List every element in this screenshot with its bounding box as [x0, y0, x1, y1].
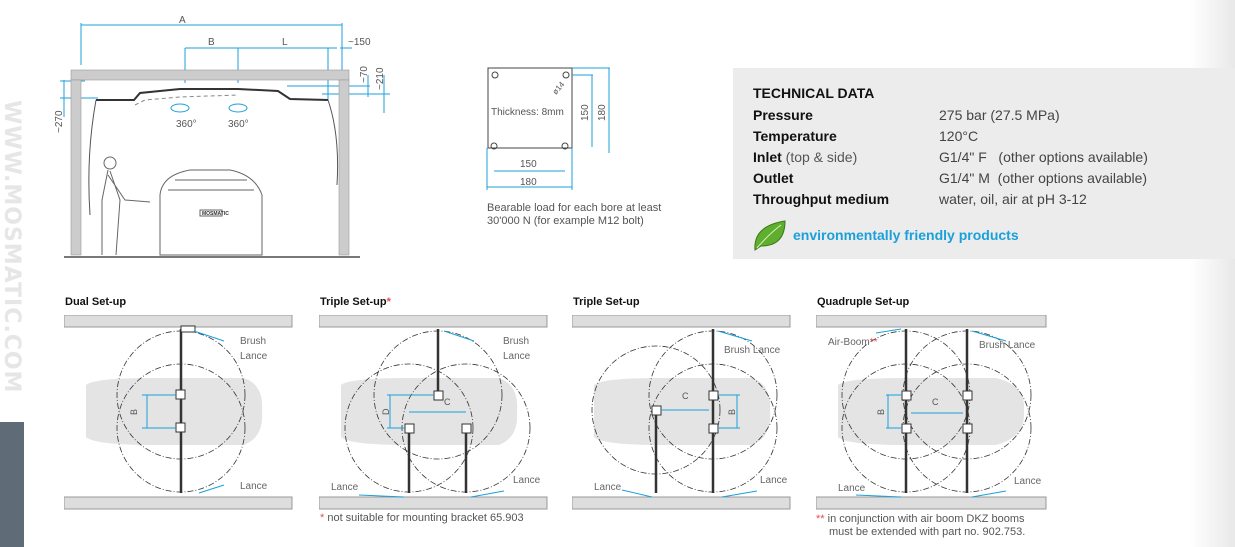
leaf-icon	[754, 220, 786, 251]
plate-caption: Bearable load for each bore at least 30'…	[487, 202, 687, 228]
dim-270: ~270	[54, 110, 65, 133]
label-lance: Lance	[760, 475, 788, 486]
dim-c: C	[932, 397, 939, 407]
tech-key: Pressure	[753, 107, 813, 123]
tech-value: G1/4" F (other options available)	[939, 149, 1148, 165]
technical-data-title: TECHNICAL DATA	[753, 85, 875, 101]
plate-outer-width: 180	[520, 177, 537, 188]
tech-value: G1/4" M (other options available)	[939, 170, 1148, 186]
caption-line: Bearable load for each bore at least	[487, 202, 662, 214]
label-lance: Lance	[594, 482, 622, 493]
dim-150: ~150	[348, 37, 371, 48]
dual-setup-diagram: B Brush Lance Lance	[64, 315, 293, 510]
plate-thickness: Thickness: 8mm	[491, 107, 564, 118]
plate-inner-height: 150	[580, 104, 591, 121]
label-air-boom: Air-Boom**	[828, 337, 878, 348]
setup-title-quadruple: Quadruple Set-up	[817, 296, 910, 308]
label-brush: Brush	[503, 336, 529, 347]
eco-text: environmentally friendly products	[793, 227, 1019, 243]
label-lance: Lance	[331, 482, 359, 493]
tech-row: Temperature 120°C	[753, 128, 1223, 148]
setup-title-triple-a: Triple Set-up*	[320, 296, 391, 308]
watermark: WWW.MOSMATIC.COM	[0, 100, 24, 394]
bore-diameter: ø14	[551, 80, 567, 97]
setup-title-triple-b: Triple Set-up	[573, 296, 640, 308]
setup-title-dual: Dual Set-up	[65, 296, 127, 308]
side-tab	[0, 422, 24, 547]
label-lance: Lance	[1014, 476, 1042, 487]
triple-setup-diagram-a: D C Brush Lance Lance Lance	[319, 315, 548, 510]
dim-c: C	[444, 397, 451, 407]
dim-d: D	[381, 408, 391, 415]
quadruple-setup-note: ** in conjunction with air boom DKZ boom…	[816, 513, 1026, 538]
tech-key-suffix: (top & side)	[781, 149, 858, 165]
dim-210: ~210	[375, 67, 386, 90]
plate-outer-height: 180	[597, 104, 608, 121]
car-brand: MOSMATIC	[202, 211, 229, 217]
dim-c: C	[682, 391, 689, 401]
plate-inner-width: 150	[520, 159, 537, 170]
triple-setup-note: * not suitable for mounting bracket 65.9…	[320, 512, 524, 524]
elevation-drawing: A B L ~150 ~70 ~210 ~270 360° 360° MOSMA…	[54, 15, 390, 258]
label-lance: Lance	[503, 351, 531, 362]
tech-row: Outlet G1/4" M (other options available)	[753, 170, 1223, 190]
technical-data-panel: TECHNICAL DATA Pressure 275 bar (27.5 MPa…	[733, 68, 1235, 259]
tech-key: Throughput medium	[753, 191, 890, 207]
tech-row: Throughput medium water, oil, air at pH 3…	[753, 191, 1223, 211]
mounting-plate-drawing: ø14 Thickness: 8mm 150 180 150 180	[486, 67, 610, 190]
label-lance: Lance	[838, 483, 866, 494]
dim-b: B	[876, 409, 886, 415]
tech-key: Temperature	[753, 128, 837, 144]
tech-key: Inlet (top & side)	[753, 149, 857, 165]
dim-l: L	[282, 37, 288, 48]
dim-b: B	[208, 37, 215, 48]
tech-value: 120°C	[939, 128, 979, 144]
label-lance: Lance	[240, 481, 268, 492]
label-lance: Lance	[240, 351, 268, 362]
triple-setup-diagram-b: B C Brush Lance Lance Lance	[572, 315, 791, 510]
dim-b: B	[129, 409, 139, 415]
tech-value: 275 bar (27.5 MPa)	[939, 107, 1060, 123]
rotation-right: 360°	[228, 119, 249, 130]
tech-row: Pressure 275 bar (27.5 MPa)	[753, 107, 1223, 127]
tech-key: Outlet	[753, 170, 794, 186]
dim-a: A	[179, 15, 186, 26]
rotation-left: 360°	[176, 119, 197, 130]
tech-key-main: Inlet	[753, 149, 782, 165]
dim-b: B	[727, 409, 737, 415]
caption-line: 30'000 N (for example M12 bolt)	[487, 215, 644, 227]
label-brush: Brush	[240, 336, 266, 347]
label-lance: Lance	[513, 475, 541, 486]
tech-row: Inlet (top & side) G1/4" F (other options…	[753, 149, 1223, 169]
label-brush-lance: Brush Lance	[979, 340, 1036, 351]
dim-70: ~70	[359, 66, 370, 83]
label-brush-lance: Brush Lance	[724, 345, 781, 356]
tech-value: water, oil, air at pH 3-12	[939, 191, 1087, 207]
eco-badge: environmentally friendly products	[751, 218, 1019, 252]
quadruple-setup-diagram: B C Air-Boom** Brush Lance Lance Lance	[816, 315, 1047, 510]
